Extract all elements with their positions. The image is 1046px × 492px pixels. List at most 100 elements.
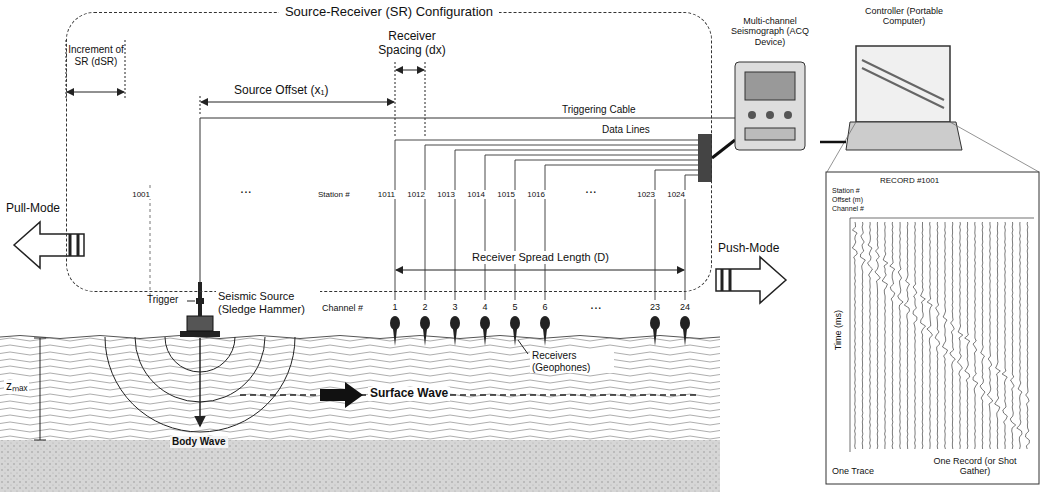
geophone-spike	[483, 329, 487, 346]
annotation-label: Time (ms)	[833, 305, 843, 355]
geophone	[420, 316, 430, 330]
geophone	[450, 316, 460, 330]
seismic-trace	[980, 222, 985, 449]
drawing-part	[199, 338, 201, 426]
depth-bracket	[34, 338, 46, 440]
seismic-trace	[898, 222, 903, 449]
seismic-trace	[921, 222, 926, 449]
seismic-trace	[860, 222, 865, 449]
drawing-part	[518, 340, 528, 354]
sledge-hammer	[180, 282, 220, 337]
seismic-trace	[973, 222, 978, 449]
annotation-label: Receivers (Geophones)	[530, 350, 614, 373]
annotation-label: Source Offset (x₁)	[232, 84, 331, 98]
pull-arrow	[14, 222, 84, 268]
annotation-label: 5	[505, 302, 525, 312]
drawing-part	[34, 338, 46, 339]
seismic-trace	[957, 222, 962, 449]
drawing-part	[0, 440, 720, 492]
connector-plug	[698, 134, 735, 182]
annotation-label: One Record (or Shot Gather)	[920, 456, 1030, 477]
seismic-trace	[1017, 222, 1022, 449]
annotation-label: Increment of SR (dSR)	[68, 44, 124, 67]
drawing-part	[712, 140, 735, 158]
node-label: Multi-channel Seismograph (ACQ Device)	[720, 16, 820, 47]
seismic-trace	[987, 222, 993, 449]
drawing-part	[240, 394, 700, 396]
annotation-label: 1015	[489, 190, 517, 199]
seismic-trace	[875, 222, 880, 449]
geophone-spike	[683, 329, 687, 346]
ghost-station	[150, 185, 151, 300]
drawing-part	[722, 269, 730, 291]
seismograph-drawing	[735, 62, 805, 150]
laptop-drawing	[827, 46, 1039, 172]
drawing-part	[320, 382, 363, 408]
data-line	[395, 140, 698, 300]
ground	[0, 336, 720, 492]
annotation-label: RECORD #1001	[880, 176, 939, 185]
annotation-label: Push-Mode	[718, 242, 779, 256]
geophone-spike	[543, 329, 547, 346]
drawing-part	[784, 111, 792, 119]
annotation-label: Receiver Spacing (dx)	[370, 30, 454, 58]
seismic-trace	[1010, 222, 1016, 449]
cable-connector	[820, 141, 846, 144]
drawing-part	[105, 337, 295, 432]
body-wave-fronts	[105, 337, 295, 432]
annotation-label: Seismic Source (Sledge Hammer)	[216, 290, 320, 315]
annotation-label: Receiver Spread Length (D)	[470, 251, 611, 264]
annotation-label: Offset (m)	[832, 196, 863, 204]
annotation-label: Station #	[832, 187, 860, 195]
seismic-trace	[890, 222, 895, 449]
drawing-part	[396, 270, 684, 271]
annotation-label: 2	[415, 302, 435, 312]
data-line	[655, 170, 698, 300]
annotation-label: zₘₐₓ	[4, 380, 29, 394]
annotation-label: Body Wave	[170, 436, 228, 448]
drawing-part	[34, 440, 46, 441]
annotation-label: 1024	[659, 190, 687, 199]
drawing-part	[850, 218, 851, 452]
seismic-trace	[950, 222, 955, 449]
drawing-part	[826, 172, 1039, 484]
drawing-part	[766, 111, 774, 119]
drawing-part	[827, 122, 856, 172]
annotation-label: 1	[385, 302, 405, 312]
seismic-trace	[943, 222, 948, 449]
geophones	[390, 316, 690, 346]
seismic-trace	[995, 222, 1001, 449]
drawing-part	[745, 72, 795, 100]
drawing-part	[125, 40, 126, 100]
annotation-label: One Trace	[832, 466, 874, 476]
data-line	[455, 150, 698, 300]
drawing-part	[70, 234, 78, 256]
data-line	[425, 145, 698, 300]
seismic-trace	[1026, 222, 1030, 449]
seismic-trace	[882, 222, 888, 449]
annotation-label: Pull-Mode	[6, 202, 60, 216]
drawing-part	[180, 331, 220, 337]
drawing-part	[748, 111, 756, 119]
annotation-label: Station #	[318, 190, 350, 199]
seismic-trace	[965, 222, 970, 449]
controller-laptop: Controller (Portable Computer)	[846, 6, 962, 156]
seismic-trace	[1002, 222, 1007, 449]
push-arrow	[716, 257, 786, 303]
geophone-spike	[653, 329, 657, 346]
drawing-part	[856, 46, 950, 122]
geophone-spike	[513, 329, 517, 346]
drawing-part	[850, 218, 1034, 219]
drawing-part	[0, 336, 720, 339]
seismic-trace	[913, 222, 917, 449]
annotation-label: 24	[675, 302, 695, 312]
seismic-trace	[904, 222, 909, 449]
drawing-part	[846, 122, 962, 150]
annotation-label: 3	[445, 302, 465, 312]
data-lines	[395, 140, 698, 300]
drawing-part	[862, 60, 944, 108]
drawing-part	[0, 337, 720, 440]
